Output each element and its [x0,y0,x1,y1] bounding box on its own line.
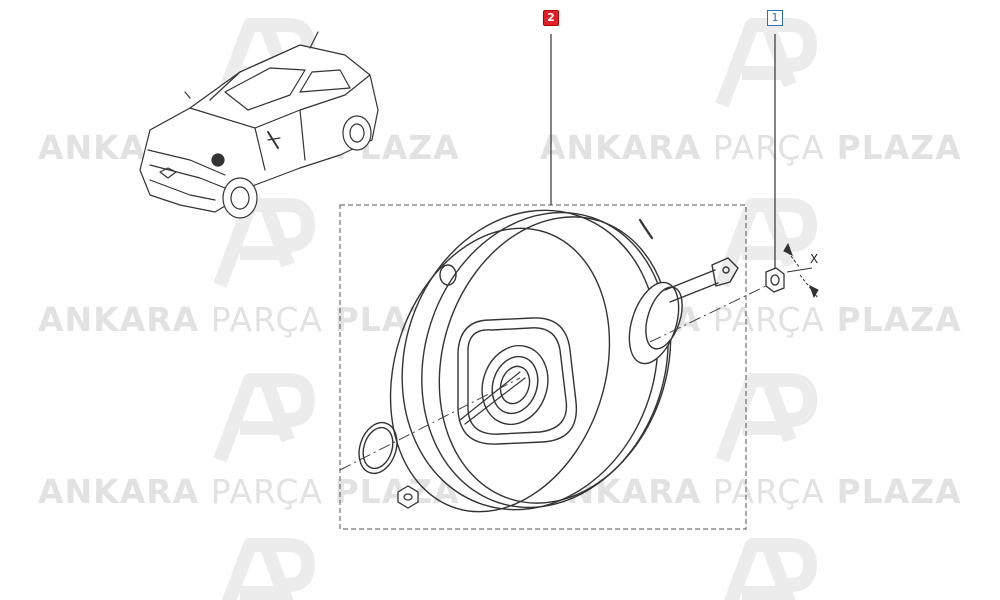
callout-part-2[interactable]: 2 [543,10,559,26]
ap-logo-icon [715,373,817,463]
ap-logo-icon [213,373,315,463]
ap-logo-icon [221,538,315,600]
dimension-label: X [810,252,819,266]
callout-part-1[interactable]: 1 [767,10,783,26]
dimension-x [783,242,819,299]
assembly-outline [339,204,747,530]
ap-logo-icon [723,538,817,600]
car-illustration [139,31,379,219]
right-nut [765,267,785,293]
assembly-axis-lines [339,283,771,471]
lower-nut [397,485,419,509]
brake-booster [389,209,739,513]
ap-logo-icon [213,198,315,288]
seal-ring [358,421,398,475]
